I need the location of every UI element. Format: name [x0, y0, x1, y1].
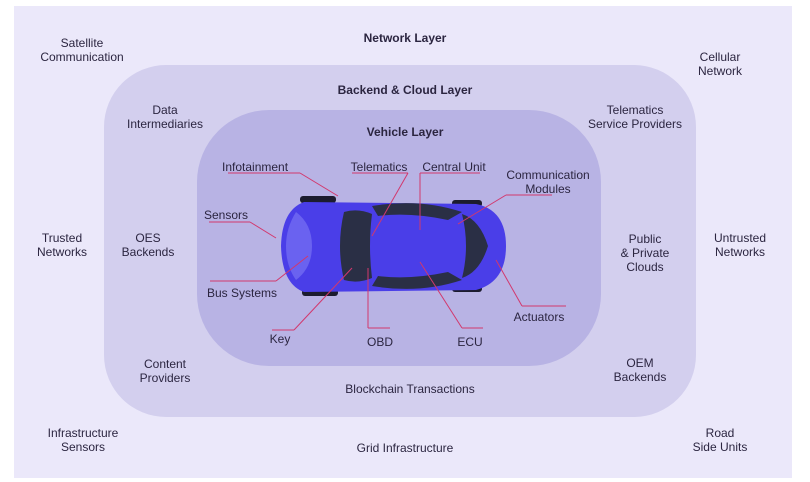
sensors-label: Sensors [204, 208, 249, 222]
actuators-label: Actuators [513, 310, 565, 324]
cellular-network-label: Cellular Network [697, 50, 742, 78]
blockchain-transactions-label: Blockchain Transactions [345, 382, 475, 396]
network-layer-title: Network Layer [363, 31, 447, 45]
bus-systems-label: Bus Systems [206, 286, 278, 300]
telematics-service-providers-label: Telematics Service Providers [587, 103, 683, 131]
backend-layer-title: Backend & Cloud Layer [337, 83, 473, 97]
public-private-clouds-label: Public & Private Clouds [620, 232, 670, 274]
communication-modules-label: Communication Modules [506, 168, 590, 196]
trusted-networks-label: Trusted Networks [36, 231, 87, 259]
infrastructure-sensors-label: Infrastructure Sensors [47, 426, 119, 454]
content-providers-label: Content Providers [139, 357, 191, 385]
car-icon [281, 196, 506, 296]
satellite-communication-label: Satellite Communication [40, 36, 124, 64]
ecu-label: ECU [457, 335, 483, 349]
data-intermediaries-label: Data Intermediaries [126, 103, 204, 131]
central-unit-label: Central Unit [422, 160, 486, 174]
oem-backends-label: OEM Backends [613, 356, 667, 384]
key-label: Key [269, 332, 291, 346]
oes-backends-label: OES Backends [121, 231, 175, 259]
obd-label: OBD [366, 335, 393, 349]
untrusted-networks-label: Untrusted Networks [713, 231, 767, 259]
vehicle-layer-title: Vehicle Layer [366, 125, 444, 139]
leader-lines [209, 172, 566, 331]
infotainment-label: Infotainment [222, 160, 289, 174]
telematics-label: Telematics [350, 160, 408, 174]
grid-infrastructure-label: Grid Infrastructure [356, 441, 454, 455]
road-side-units-label: Road Side Units [692, 426, 748, 454]
